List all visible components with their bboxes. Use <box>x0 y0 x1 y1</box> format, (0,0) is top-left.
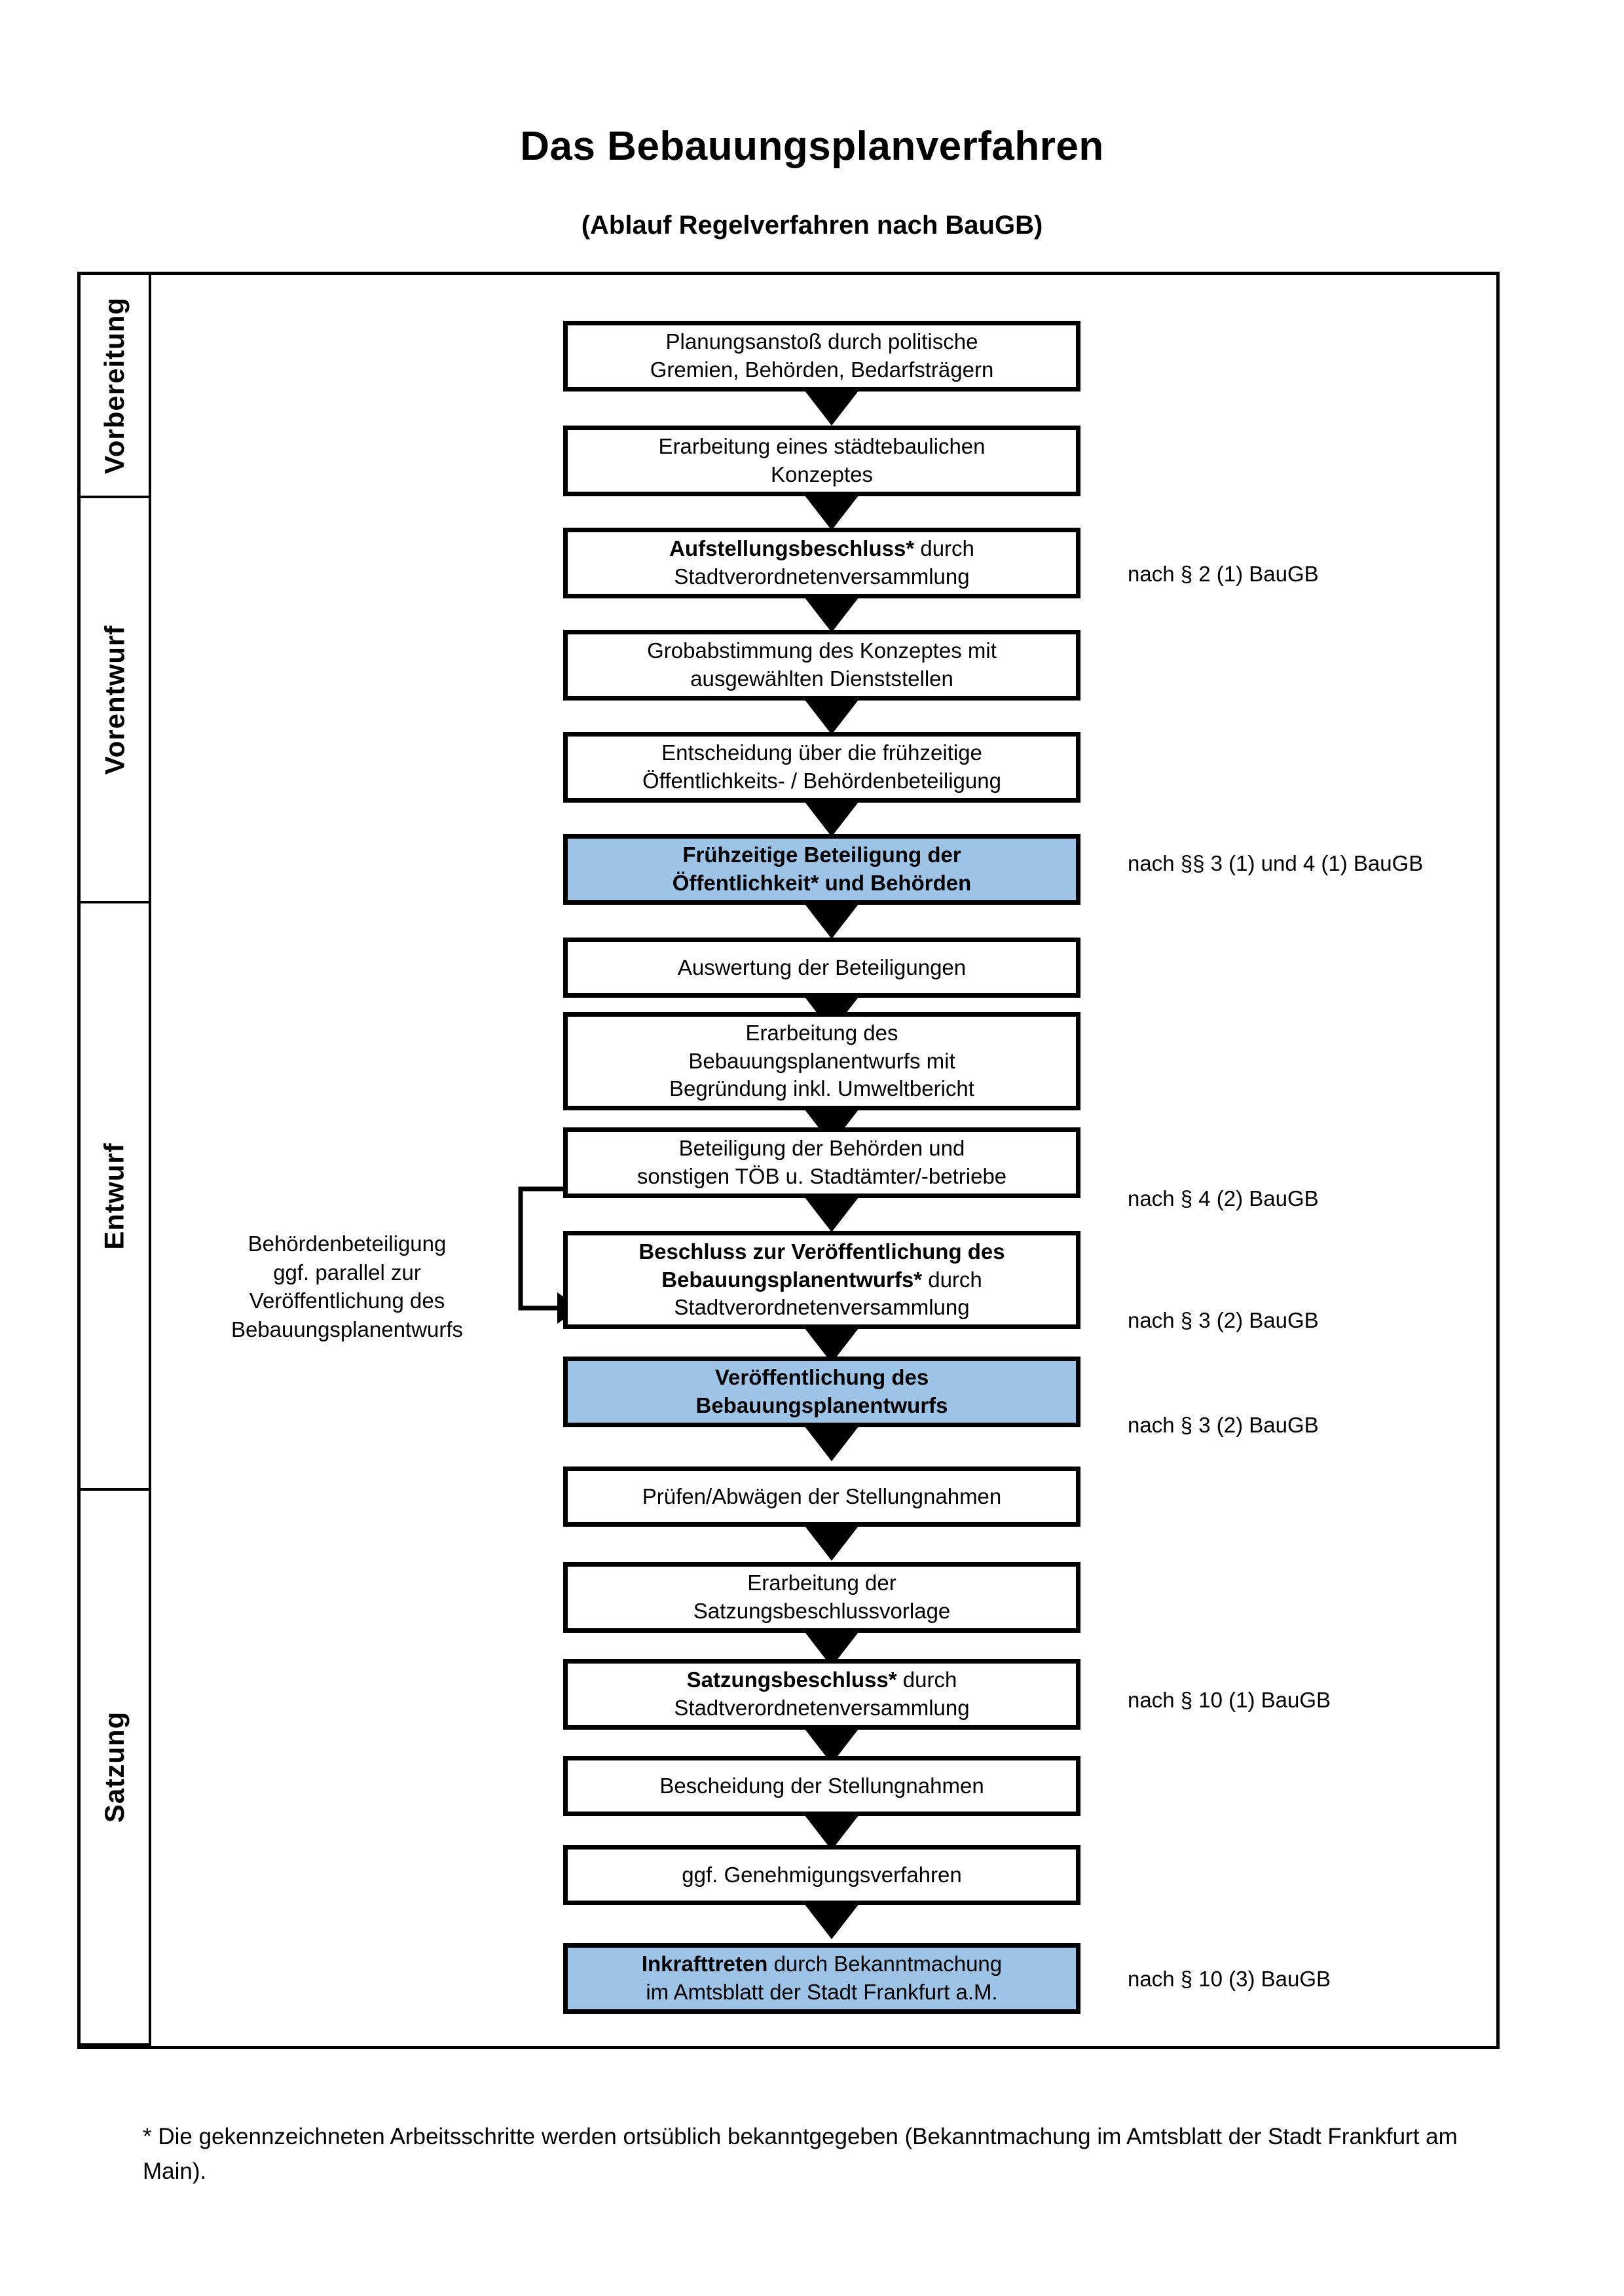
phase-label-entwurf: Entwurf <box>99 1142 130 1250</box>
flow-arrow-down-icon <box>800 385 863 426</box>
legal-reference-label: nach § 2 (1) BauGB <box>1128 562 1319 586</box>
process-step-text: Prüfen/Abwägen der Stellungnahmen <box>642 1484 1002 1508</box>
flow-arrow-down-icon <box>800 1192 863 1232</box>
flow-arrow-down-icon <box>800 1520 863 1561</box>
phase-label-vorentwurf: Vorentwurf <box>99 625 130 774</box>
process-step-box: Prüfen/Abwägen der Stellungnahmen <box>563 1467 1080 1527</box>
flow-arrow-down-icon <box>800 490 863 530</box>
legal-reference-label: nach § 3 (2) BauGB <box>1128 1308 1319 1332</box>
legal-reference-label: nach §§ 3 (1) und 4 (1) BauGB <box>1128 851 1424 875</box>
flow-arrow-down-icon <box>800 694 863 735</box>
process-step-box: Bescheidung der Stellungnahmen <box>563 1756 1080 1816</box>
process-step-text: Bescheidung der Stellungnahmen <box>659 1773 984 1798</box>
legal-reference-label: nach § 3 (2) BauGB <box>1128 1413 1319 1437</box>
flow-arrow-down-icon <box>800 1899 863 1939</box>
legal-reference-label: nach § 4 (2) BauGB <box>1128 1186 1319 1211</box>
flow-arrow-down-icon <box>800 1810 863 1850</box>
page-subtitle: (Ablauf Regelverfahren nach BauGB) <box>581 211 1043 240</box>
process-step-box: Auswertung der Beteiligungen <box>563 938 1080 998</box>
flow-arrow-down-icon <box>800 1421 863 1461</box>
phase-label-cell-entwurf: Entwurf <box>81 903 151 1491</box>
flow-arrow-down-icon <box>800 592 863 632</box>
footnote: * Die gekennzeichneten Arbeitsschritte w… <box>143 2124 1458 2184</box>
process-step-text: Auswertung der Beteiligungen <box>677 955 967 979</box>
flow-arrow-down-icon <box>800 898 863 939</box>
legal-reference-label: nach § 10 (3) BauGB <box>1128 1967 1331 1991</box>
flow-arrow-down-icon <box>800 796 863 837</box>
phase-label-cell-satzung: Satzung <box>81 1491 151 2046</box>
phase-label-cell-vorentwurf: Vorentwurf <box>81 498 151 903</box>
process-step-box: ggf. Genehmigungsverfahren <box>563 1845 1080 1905</box>
phase-label-vorbereitung: Vorbereitung <box>99 297 130 474</box>
phase-label-cell-vorbereitung: Vorbereitung <box>81 275 151 498</box>
legal-reference-label: nach § 10 (1) BauGB <box>1128 1688 1331 1712</box>
process-step-text: ggf. Genehmigungsverfahren <box>682 1862 962 1887</box>
phase-label-satzung: Satzung <box>99 1711 130 1823</box>
flow-arrow-down-icon <box>800 1322 863 1363</box>
page-title: Das Bebauungsplanverfahren <box>520 124 1104 169</box>
